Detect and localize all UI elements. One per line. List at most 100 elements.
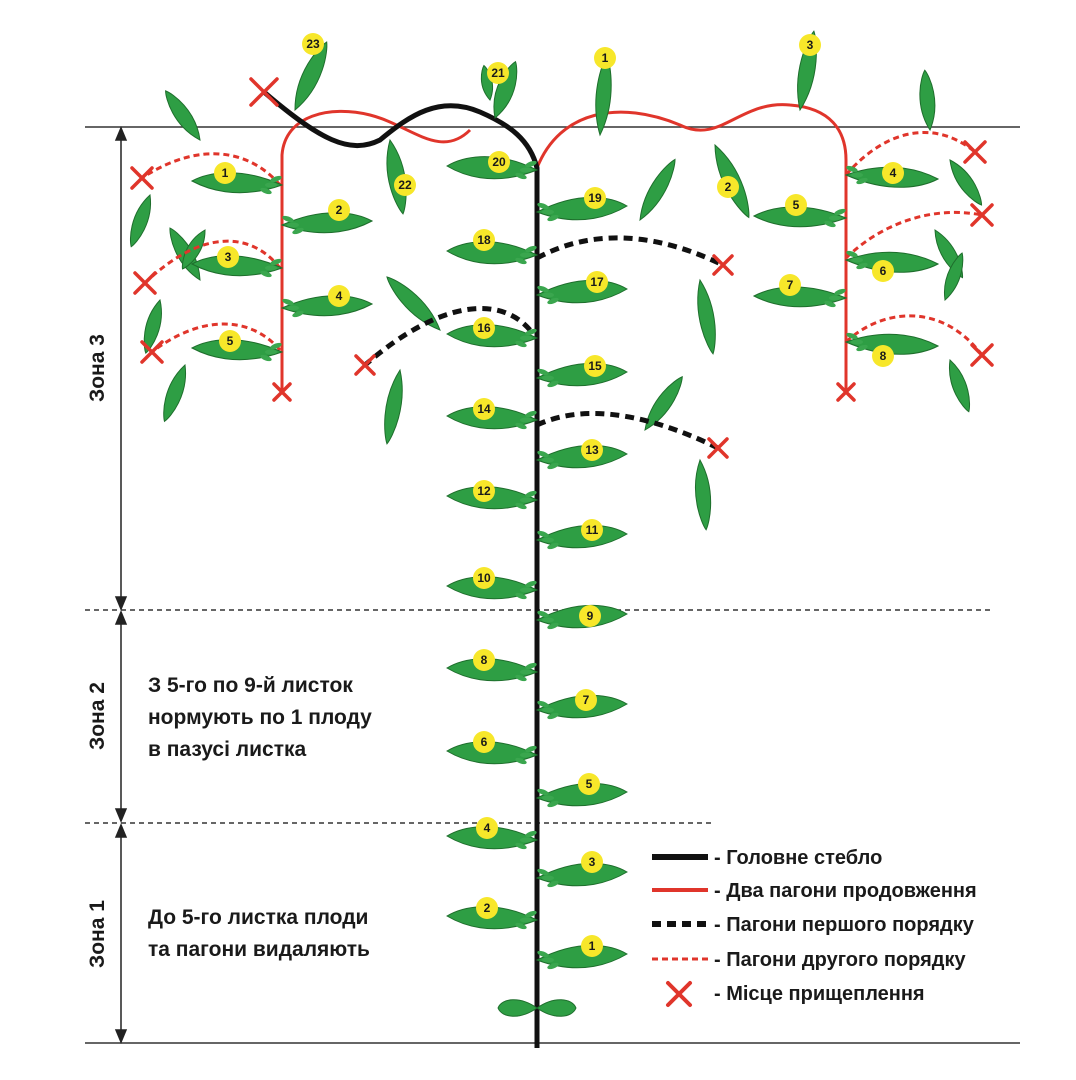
left-shoot-leaf-1-number: 1 xyxy=(222,166,229,180)
right-shoot-leaf-2: 2 xyxy=(714,143,750,219)
first-order-shoot xyxy=(363,305,532,367)
main-leaf-11-number: 11 xyxy=(586,523,599,537)
right-shoot-leaf-6-number: 6 xyxy=(880,264,887,278)
main-leaf-3: 3 xyxy=(535,851,628,888)
main-leaf-6-number: 6 xyxy=(481,735,488,749)
main-leaf-2-number: 2 xyxy=(484,901,491,915)
legend-swatch-pinch-icon xyxy=(666,981,692,1007)
left-shoot-leaf-5: 5 xyxy=(190,330,284,362)
right-shoot-leaf-6: 6 xyxy=(844,250,940,282)
right-shoot-leaf-5: 5 xyxy=(752,194,848,228)
cotyledons xyxy=(497,999,577,1017)
zone2-note-line3: в пазусі листка xyxy=(148,738,307,761)
main-leaf-11: 11 xyxy=(535,519,628,550)
main-leaf-17: 17 xyxy=(535,271,628,305)
right-shoot-leaf-8: 8 xyxy=(844,332,940,367)
main-leaf-18-number: 18 xyxy=(477,233,491,247)
main-leaf-18: 18 xyxy=(446,229,539,265)
right-shoot-leaf-2-number: 2 xyxy=(725,180,732,194)
zone1-note-line1: До 5-го листка плоди xyxy=(148,906,368,929)
decorative-leaf xyxy=(644,375,683,431)
main-leaf-5: 5 xyxy=(535,773,628,808)
decorative-leaves xyxy=(129,64,983,531)
main-leaf-1-number: 1 xyxy=(589,939,596,953)
left-shoot-leaf-4: 4 xyxy=(280,285,374,318)
main-leaf-22: 22 xyxy=(386,138,416,215)
pinch-icon xyxy=(133,271,157,295)
right-shoot-leaf-1: 1 xyxy=(594,47,616,137)
second-order-shoot xyxy=(844,210,983,260)
main-leaf-3-number: 3 xyxy=(589,855,596,869)
main-leaf-9: 9 xyxy=(535,604,628,630)
main-leaf-14: 14 xyxy=(446,398,539,430)
right-shoot-leaf-7-number: 7 xyxy=(787,278,794,292)
right-shoot-leaf-1-number: 1 xyxy=(602,51,609,65)
zone3-label: Зона 3 xyxy=(86,334,109,402)
main-leaf-2: 2 xyxy=(446,897,539,930)
main-leaf-1: 1 xyxy=(535,935,628,970)
right-shoot-leaf-8-number: 8 xyxy=(880,349,887,363)
left-shoot-leaves: 1 2 3 4 5 xyxy=(190,162,374,362)
main-leaf-7-number: 7 xyxy=(583,693,590,707)
main-leaf-23-number: 23 xyxy=(306,37,320,51)
decorative-leaf xyxy=(949,159,983,206)
extension-shoot-left xyxy=(280,109,472,390)
decorative-leaf xyxy=(181,229,206,270)
legend-second-order: - Пагони другого порядку xyxy=(714,949,966,971)
decorative-leaf xyxy=(384,368,403,445)
left-shoot-leaf-3-number: 3 xyxy=(225,250,232,264)
pinch-icon xyxy=(140,340,164,364)
second-order-shoot xyxy=(844,130,976,176)
right-shoot-leaf-3: 3 xyxy=(797,30,821,112)
main-leaf-12-number: 12 xyxy=(477,484,491,498)
main-leaf-17-number: 17 xyxy=(590,275,604,289)
main-leaf-5-number: 5 xyxy=(586,777,593,791)
right-shoot-leaves: 1 2 3 4 5 6 7 8 xyxy=(594,30,940,367)
main-leaf-20-number: 20 xyxy=(492,155,506,169)
left-shoot-leaf-2-number: 2 xyxy=(336,203,343,217)
decorative-leaf xyxy=(695,458,712,531)
pinch-icon xyxy=(130,166,154,190)
pinch-points xyxy=(130,77,994,459)
main-leaf-10: 10 xyxy=(446,567,539,600)
legend-pinch: - Місце прищеплення xyxy=(714,983,925,1005)
zone2-note-line2: нормують по 1 плоду xyxy=(148,706,372,729)
legend-main-stem: - Головне стебло xyxy=(714,847,882,869)
left-shoot-leaf-3: 3 xyxy=(190,246,284,278)
main-leaf-6: 6 xyxy=(446,731,539,765)
main-leaf-22-number: 22 xyxy=(398,178,412,192)
main-leaf-7: 7 xyxy=(535,689,628,720)
decorative-leaf xyxy=(943,252,964,301)
pinch-icon xyxy=(712,254,734,276)
zone1-label: Зона 1 xyxy=(86,900,109,968)
main-leaf-21: 21 xyxy=(487,60,518,119)
pinch-icon xyxy=(970,203,994,227)
decorative-leaf xyxy=(480,64,494,101)
decorative-leaf xyxy=(165,90,201,141)
main-leaf-15: 15 xyxy=(535,355,628,388)
zone-dimension-arrows xyxy=(114,126,128,1044)
main-leaf-9-number: 9 xyxy=(587,609,594,623)
second-order-shoot xyxy=(151,322,282,354)
second-order-shoot xyxy=(143,239,282,285)
right-shoot-leaf-3-number: 3 xyxy=(807,38,814,52)
left-shoot-leaf-2: 2 xyxy=(280,199,374,235)
right-shoot-leaf-4-number: 4 xyxy=(890,166,897,180)
legend-extension: - Два пагони продовження xyxy=(714,880,977,902)
main-leaf-14-number: 14 xyxy=(477,402,491,416)
main-leaf-16-number: 16 xyxy=(477,321,491,335)
left-shoot-leaf-1: 1 xyxy=(190,162,284,195)
pinch-icon xyxy=(836,382,856,402)
pinch-icon xyxy=(963,140,987,164)
main-leaf-23: 23 xyxy=(294,33,328,112)
second-order-shoot xyxy=(844,314,984,356)
pinch-icon xyxy=(707,437,729,459)
main-leaf-8-number: 8 xyxy=(481,653,488,667)
zone2-label: Зона 2 xyxy=(86,682,109,750)
left-shoot-leaf-4-number: 4 xyxy=(336,289,343,303)
zone1-note-line2: та пагони видаляють xyxy=(148,938,370,961)
main-leaf-4-number: 4 xyxy=(484,821,491,835)
decorative-leaf xyxy=(163,363,187,423)
stems xyxy=(141,90,984,1048)
